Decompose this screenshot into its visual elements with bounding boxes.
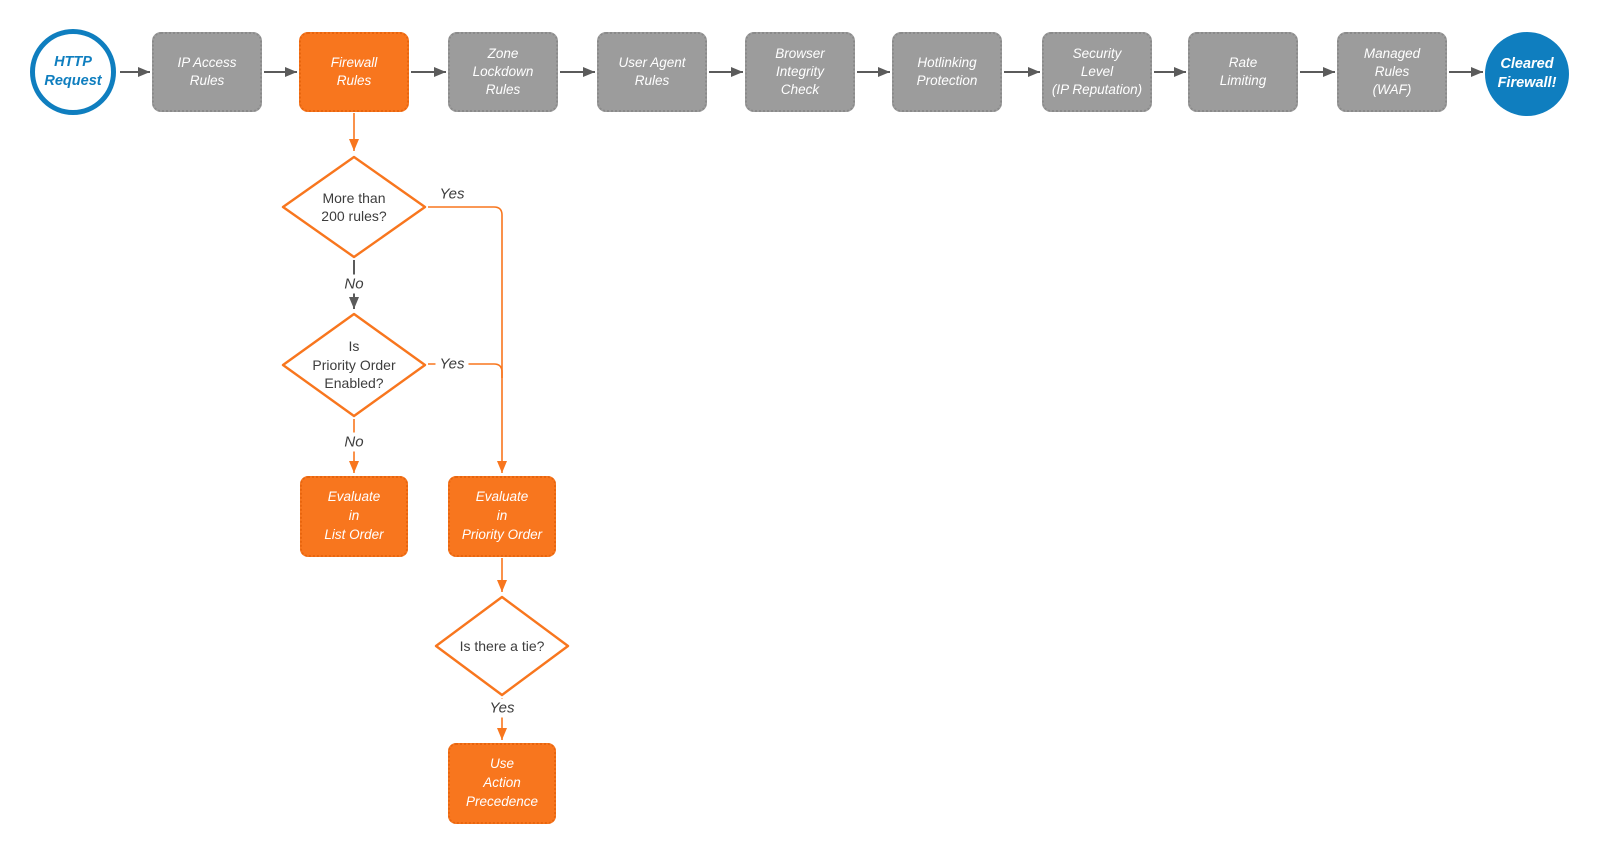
action-evaluate-priority-order: Evaluate in Priority Order <box>448 476 556 557</box>
stage-security-level-ip-reputation: Security Level (IP Reputation) <box>1042 32 1152 112</box>
diamond-shape <box>281 155 427 259</box>
stage-label: Browser Integrity Check <box>775 45 825 98</box>
stage-ip-access-rules: IP Access Rules <box>152 32 262 112</box>
decision-label: Is Priority Order Enabled? <box>312 338 396 392</box>
edge-label-yes-tie: Yes <box>485 698 519 718</box>
decision-label: More than 200 rules? <box>321 189 387 224</box>
stage-hotlinking-protection: Hotlinking Protection <box>892 32 1002 112</box>
action-label: Evaluate in List Order <box>324 489 384 542</box>
diamond-shape <box>434 595 570 697</box>
action-evaluate-list-order: Evaluate in List Order <box>300 476 408 557</box>
decision-is-there-a-tie: Is there a tie? <box>434 595 570 697</box>
stage-managed-rules-waf: Managed Rules (WAF) <box>1337 32 1447 112</box>
decision-more-than-200-rules: More than 200 rules? <box>281 155 427 259</box>
stage-label: Hotlinking Protection <box>916 54 978 88</box>
action-label: Evaluate in Priority Order <box>461 489 543 542</box>
end-node-label: Cleared Firewall! <box>1497 56 1557 91</box>
stage-rate-limiting: Rate Limiting <box>1188 32 1298 112</box>
stage-label: IP Access Rules <box>177 54 237 88</box>
stage-label: Managed Rules (WAF) <box>1363 45 1421 98</box>
edge-label-no-priority-order: No <box>340 432 368 452</box>
diamond-shape <box>281 312 427 418</box>
stage-label: Security Level (IP Reputation) <box>1051 45 1143 98</box>
edge-label-yes-priority-order: Yes <box>435 354 469 374</box>
decision-label: Is there a tie? <box>459 637 545 654</box>
arrow-rulecount-yes <box>428 206 507 473</box>
stage-label: Rate Limiting <box>1219 54 1267 88</box>
start-node-label: HTTP Request <box>44 54 102 89</box>
end-node-cleared-firewall: Cleared Firewall! <box>1485 32 1569 116</box>
stage-label: Zone Lockdown Rules <box>472 45 534 98</box>
action-label: Use Action Precedence <box>465 756 539 809</box>
edge-label-no-rule-count: No <box>340 274 368 294</box>
action-use-action-precedence: Use Action Precedence <box>448 743 556 824</box>
stage-label: User Agent Rules <box>618 54 686 88</box>
stage-zone-lockdown-rules: Zone Lockdown Rules <box>448 32 558 112</box>
stage-browser-integrity-check: Browser Integrity Check <box>745 32 855 112</box>
start-node-http-request: HTTP Request <box>30 29 116 115</box>
decision-priority-order-enabled: Is Priority Order Enabled? <box>281 312 427 418</box>
stage-firewall-rules: Firewall Rules <box>299 32 409 112</box>
edge-label-yes-rule-count: Yes <box>439 185 465 203</box>
stage-user-agent-rules: User Agent Rules <box>597 32 707 112</box>
stage-label: Firewall Rules <box>330 54 378 88</box>
